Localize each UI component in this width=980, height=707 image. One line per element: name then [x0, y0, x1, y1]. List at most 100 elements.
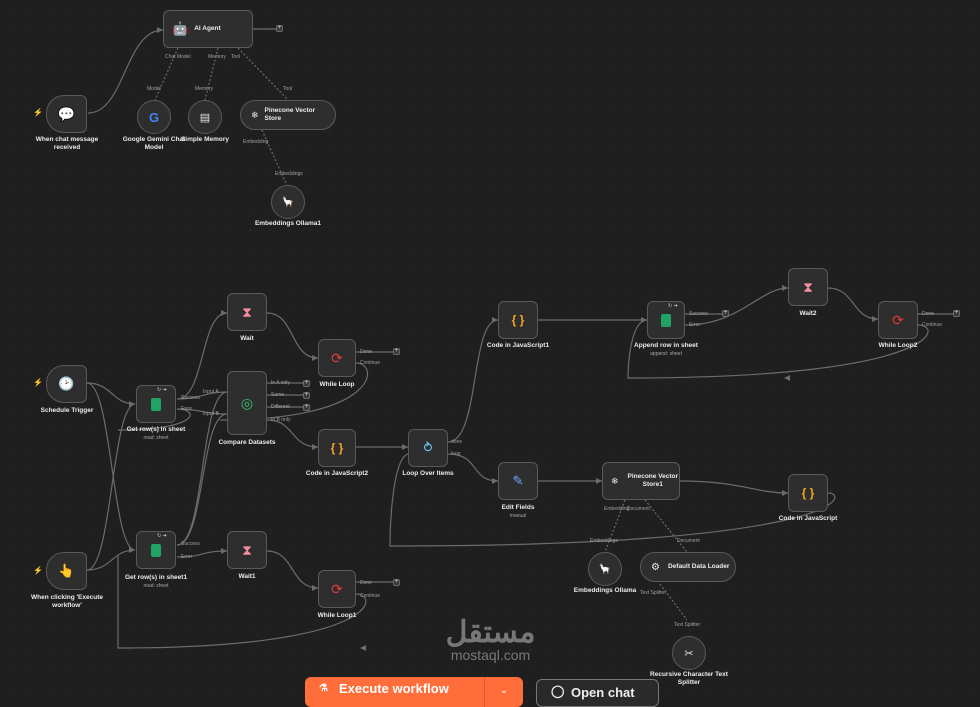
while-loop1-title: While Loop1	[317, 612, 357, 619]
gear-icon: ⚙	[651, 561, 660, 573]
port-input-b: Input B	[203, 411, 219, 417]
google-icon: G	[148, 109, 160, 125]
sheets-icon	[151, 397, 161, 411]
code-braces-icon: { }	[801, 486, 815, 500]
add-node-button[interactable]: +	[303, 392, 310, 399]
port-text-splitter-2: Text Splitter	[674, 622, 701, 628]
port-memory: Memory	[208, 54, 227, 60]
chat-trigger-node[interactable]: 💬	[46, 95, 87, 133]
pinecone-top-node[interactable]: ❄ Pinecone Vector Store	[240, 100, 336, 130]
loop-arrows-icon: ⟳	[892, 311, 904, 328]
compare-datasets-node[interactable]: ◎	[227, 371, 267, 435]
port-success: Success	[181, 541, 200, 547]
manual-trigger-node[interactable]: 👆	[46, 552, 87, 590]
ai-agent-node[interactable]: 🤖 AI Agent	[163, 10, 253, 48]
loop-over-items-node[interactable]: ⥁	[408, 429, 448, 467]
port-embedding: Embedding	[243, 139, 269, 145]
pinecone1-node[interactable]: ❄ Pinecone Vector Store1	[602, 462, 680, 500]
loop-arrows-icon: ⟳	[331, 349, 343, 366]
append-row-node[interactable]	[647, 301, 685, 339]
simple-memory-title: Simple Memory	[180, 136, 230, 143]
while-loop2-node[interactable]: ⟳	[878, 301, 918, 339]
port-continue: Continue	[360, 360, 381, 366]
wait2-title: Wait2	[799, 310, 817, 317]
edit-fields-node[interactable]: ✎	[498, 462, 538, 500]
port-loop-small: loop	[451, 451, 461, 457]
port-done: Done	[922, 311, 934, 317]
add-node-button[interactable]: +	[303, 404, 310, 411]
edit-fields-subtitle: manual	[509, 513, 527, 519]
port-chat-model: Chat Model	[165, 54, 191, 60]
code-js-node[interactable]: { }	[788, 474, 828, 512]
code-braces-icon: { }	[330, 441, 344, 455]
port-done: Done	[360, 349, 372, 355]
gemini-title: Google Gemini Chat Model	[122, 136, 186, 151]
llama-icon: 🦙	[598, 563, 612, 575]
wait1-node[interactable]: ⧗	[227, 531, 267, 569]
trigger-bolt-icon: ⚡	[33, 108, 43, 117]
code-js1-node[interactable]: { }	[498, 301, 538, 339]
watermark-latin: mostaql.com	[450, 647, 531, 663]
while-loop-node[interactable]: ⟳	[318, 339, 356, 377]
port-embeddings: Embeddings	[275, 171, 303, 177]
hourglass-icon: ⧗	[803, 278, 813, 295]
add-node-button[interactable]: +	[393, 348, 400, 355]
add-node-button[interactable]: +	[393, 579, 400, 586]
open-chat-label: Open chat	[571, 685, 635, 700]
port-error: Error	[689, 322, 701, 328]
append-row-subtitle: append: sheet	[650, 351, 682, 357]
loop-over-items-title: Loop Over Items	[402, 470, 454, 477]
pinecone-icon: ❄	[251, 109, 259, 120]
text-splitter-node[interactable]: ✂	[672, 636, 706, 670]
embeddings-ollama-node[interactable]: 🦙	[588, 552, 622, 586]
port-tool-2: Tool	[283, 86, 293, 92]
hourglass-icon: ⧗	[242, 303, 252, 320]
port-embeddings-2: Embeddings	[590, 538, 618, 544]
wait-node[interactable]: ⧗	[227, 293, 267, 331]
wait2-node[interactable]: ⧗	[788, 268, 828, 306]
execute-options-chevron-icon[interactable]: ⌄	[484, 677, 523, 707]
text-splitter-title: Recursive Character Text Splitter	[650, 671, 728, 686]
add-node-button[interactable]: +	[276, 25, 283, 32]
cursor-click-icon: 👆	[58, 563, 75, 578]
get-rows-node[interactable]	[136, 385, 176, 423]
while-loop1-node[interactable]: ⟳	[318, 570, 356, 608]
port-memory-2: Memory	[195, 86, 214, 92]
trigger-bolt-icon: ⚡	[33, 378, 43, 387]
add-node-button[interactable]: +	[303, 380, 310, 387]
flask-icon: ⚗	[319, 683, 328, 694]
clock-icon: 🕑	[58, 376, 75, 391]
get-rows-subtitle: read: sheet	[143, 435, 169, 441]
add-node-button[interactable]: +	[722, 310, 729, 317]
embeddings-ollama1-node[interactable]: 🦙	[271, 185, 305, 219]
code-braces-icon: { }	[511, 313, 525, 327]
schedule-trigger-node[interactable]: 🕑	[46, 365, 87, 403]
port-document-2: Document	[677, 538, 700, 544]
port-continue: Continue	[360, 593, 381, 599]
watermark-arabic: مستقل	[445, 616, 536, 649]
loop-arrows-icon: ⟳	[331, 580, 343, 597]
port-error: Error	[181, 406, 193, 412]
database-icon: ▤	[199, 111, 211, 124]
code-js2-title: Code in JavaScript2	[305, 470, 369, 477]
get-rows1-node[interactable]	[136, 531, 176, 569]
open-chat-button[interactable]: ◯ Open chat	[536, 679, 659, 707]
pinecone-top-title: Pinecone Vector Store	[264, 107, 316, 122]
loop-icon: ⥁	[423, 440, 433, 455]
port-text-splitter: Text Splitter	[640, 590, 667, 596]
gemini-node[interactable]: G	[137, 100, 171, 134]
code-js2-node[interactable]: { }	[318, 429, 356, 467]
simple-memory-node[interactable]: ▤	[188, 100, 222, 134]
code-js-title: Code in JavaScript	[778, 515, 838, 522]
refresh-icon: ↻ ➔	[157, 533, 167, 539]
refresh-icon: ↻ ➔	[668, 303, 678, 309]
watermark-logo: مستقل mostaql.com	[428, 616, 553, 663]
add-node-button[interactable]: +	[953, 310, 960, 317]
port-error: Error	[181, 554, 193, 560]
port-success: Success	[181, 395, 200, 401]
pencil-icon: ✎	[512, 473, 524, 488]
port-same: Same	[271, 392, 285, 398]
default-data-loader-node[interactable]: ⚙ Default Data Loader	[640, 552, 736, 582]
trigger-bolt-icon: ⚡	[33, 566, 43, 575]
